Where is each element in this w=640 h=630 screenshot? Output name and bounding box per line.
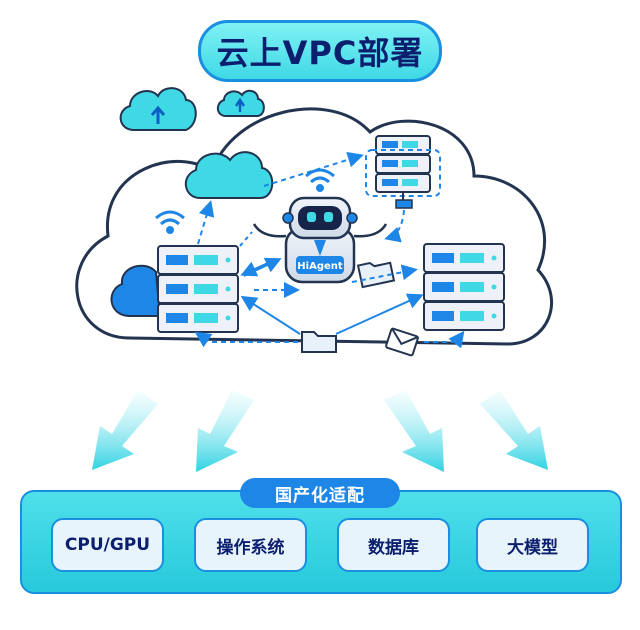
network-switch-icon <box>365 135 441 209</box>
folder-icon <box>301 331 337 353</box>
server-rack-icon <box>157 245 239 333</box>
cloud-node-icon <box>110 264 162 317</box>
upload-cloud-icon <box>119 87 197 131</box>
cloud-node-icon <box>185 151 274 199</box>
robot-icon: HiAgent <box>252 196 388 284</box>
robot-label: HiAgent <box>297 261 343 272</box>
flow-arrows <box>92 390 548 472</box>
chip-cpu-gpu: CPU/GPU <box>51 518 164 572</box>
chip-os: 操作系统 <box>194 518 307 572</box>
folder-icon <box>356 261 396 289</box>
panel-label: 国产化适配 <box>240 478 400 508</box>
connection-lines <box>194 151 465 349</box>
wifi-icon <box>155 210 185 234</box>
chip-llm: 大模型 <box>476 518 589 572</box>
mail-icon <box>385 327 419 357</box>
server-rack-icon <box>423 243 505 331</box>
wifi-icon <box>305 168 335 192</box>
chip-database: 数据库 <box>337 518 450 572</box>
page-title: 云上VPC部署 <box>198 20 442 82</box>
upload-cloud-icon <box>216 89 265 117</box>
